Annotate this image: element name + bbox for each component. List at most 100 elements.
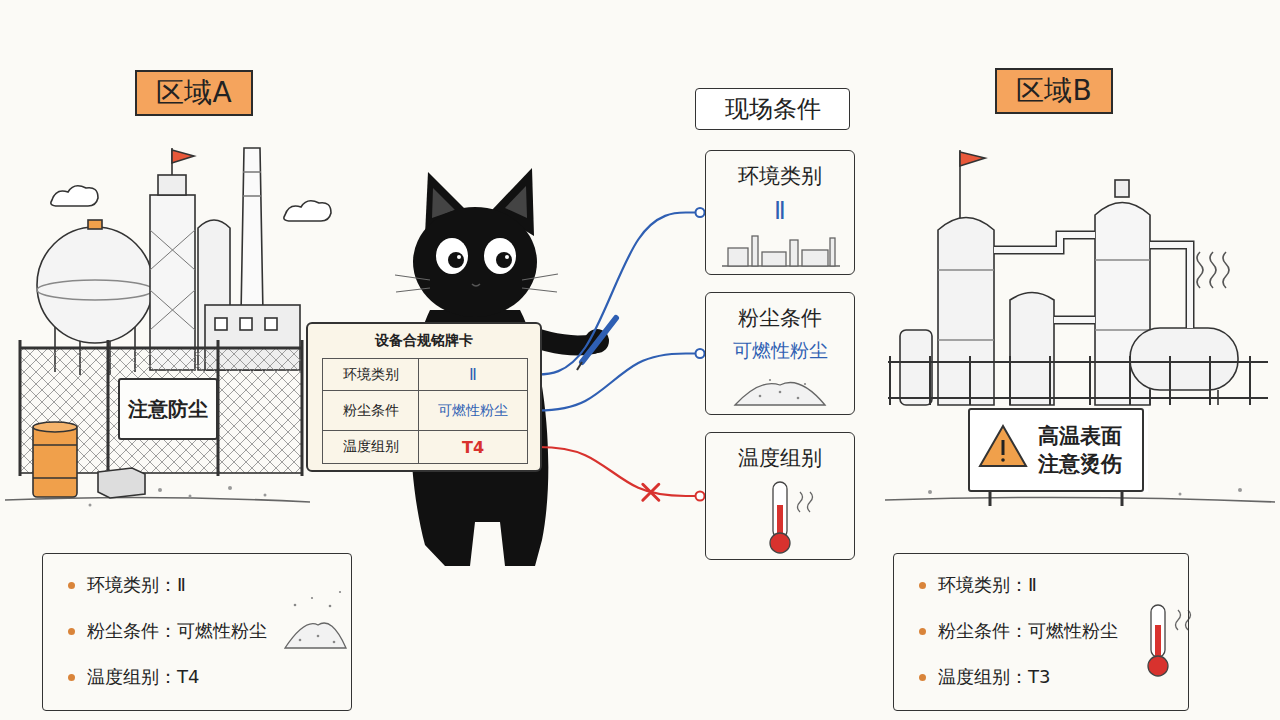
info-icons-part (333, 641, 336, 644)
zone-a-plant-part (158, 488, 162, 492)
cat-figure-part (472, 284, 480, 286)
zone-b-plant-part (885, 497, 1275, 502)
connector (528, 447, 705, 501)
condition-box: 环境类别Ⅱ (705, 150, 855, 275)
zone-info-box: 环境类别：Ⅱ 粉尘条件：可燃性粉尘温度组别：T4 (42, 553, 352, 711)
nameplate-card: 设备合规铭牌卡环境类别Ⅱ粉尘条件可燃性粉尘温度组别T4 (306, 322, 542, 472)
zone-b-plant-part (1197, 252, 1203, 288)
field-icons-part (790, 240, 798, 266)
label-text: 温度组别：T4 (65, 664, 281, 690)
zone-b-plant-part-part (1150, 245, 1190, 328)
label-text: 粉尘条件：可燃性粉尘 (916, 618, 1118, 644)
zone-b-plant (885, 150, 1275, 506)
zone-b-plant-part (1223, 252, 1229, 288)
zone-b-plant-part-part (1054, 316, 1095, 325)
condition-box: 温度组别 (705, 432, 855, 560)
label-text: 环境类别 (738, 163, 822, 190)
zone-a-plant-part (284, 201, 331, 221)
connector-line (528, 354, 696, 411)
field-icons-part (779, 391, 782, 394)
zone-a-plant-part (158, 175, 186, 195)
label-text: Ⅱ (469, 365, 477, 384)
label-text: 粉尘条件 (343, 402, 399, 420)
info-icons-part (311, 597, 313, 599)
label-text: 温度组别：T3 (916, 664, 1118, 690)
zone-a-plant (5, 148, 331, 507)
label-text: 可燃性粉尘 (438, 402, 508, 420)
zone-tag: 区域B (995, 68, 1113, 114)
label-text: 高温表面 注意烫伤 (1031, 422, 1128, 479)
warning-sign: 注意防尘 (118, 378, 218, 440)
cat-figure-part (436, 238, 468, 274)
label-text: 区域B (1016, 72, 1091, 110)
cat-figure-part (505, 255, 509, 259)
label-text: 粉尘条件 (738, 305, 822, 332)
zone-a-plant-part (264, 494, 267, 497)
zone-a-plant-part (242, 172, 262, 196)
label-text: 可燃性粉尘 (733, 338, 828, 363)
zone-b-plant-part (1001, 458, 1005, 462)
condition-box: 粉尘条件可燃性粉尘 (705, 292, 855, 415)
zone-a-plant-part (228, 486, 232, 490)
zone-a-plant-part (215, 318, 227, 330)
zone-a-plant-part (98, 468, 145, 498)
connector-group (528, 208, 705, 501)
zone-b-plant-part-part (994, 235, 1095, 250)
cat-figure-part (395, 274, 558, 292)
zone-b-plant-part (1010, 293, 1054, 406)
field-icons-part (728, 248, 748, 266)
zone-b-plant-part (938, 270, 994, 340)
label-text: 环境类别 (343, 366, 399, 384)
info-icons (285, 591, 1191, 676)
label-text: 注意防尘 (128, 396, 208, 423)
label-text: 温度组别 (738, 445, 822, 472)
zone-b-plant-part (928, 490, 932, 494)
zone-b-plant-part-part (994, 235, 1095, 250)
field-icons-part (802, 250, 828, 266)
zone-b-plant-part (1121, 492, 1124, 506)
zone-a-plant-part (33, 425, 77, 497)
field-icons-part (830, 238, 835, 266)
zone-a-plant-part (88, 220, 102, 229)
field-icons-part (752, 236, 758, 266)
label-text: 粉尘条件：可燃性粉尘 (65, 618, 281, 644)
table-cell: 粉尘条件 (322, 390, 419, 431)
table-cell: 可燃性粉尘 (418, 390, 528, 431)
zone-b-plant-part (994, 235, 1190, 328)
label-text: 温度组别 (343, 438, 399, 456)
cat-figure-part (496, 252, 512, 268)
zone-b-plant-part (938, 218, 994, 406)
label-text: 环境类别：Ⅱ (916, 572, 1118, 598)
field-icons-part (769, 379, 771, 381)
zone-a-plant-part (33, 445, 77, 478)
zone-a-plant-part (265, 318, 277, 330)
label-text: 设备合规铭牌卡 (308, 324, 540, 350)
connector (528, 208, 705, 375)
field-icons-part (735, 383, 825, 406)
label-text: 环境类别：Ⅱ (65, 572, 281, 598)
zone-a-plant-part (5, 497, 310, 502)
zone-a-plant-part (189, 495, 192, 498)
field-icons-part (759, 395, 762, 398)
zone-b-plant-part (960, 152, 985, 166)
field-icons-part (762, 252, 786, 266)
zone-b-plant-part (989, 492, 992, 506)
field-icons-part (797, 397, 800, 400)
zone-a-plant-part (20, 347, 302, 350)
zone-b-plant-part (890, 356, 1250, 405)
connector-end-dot (696, 349, 705, 358)
reject-cross (643, 484, 659, 500)
connector-line (528, 213, 696, 375)
zone-a-plant-part (37, 227, 153, 343)
zone-tag: 区域A (135, 70, 253, 116)
field-icons (722, 236, 840, 553)
info-icons-part (317, 635, 320, 638)
connector-line (528, 447, 696, 496)
zone-b-plant-part (900, 330, 932, 405)
zone-b-plant-part (1238, 488, 1242, 492)
zone-b-plant-part (994, 235, 1190, 328)
zone-b-plant-part (1130, 328, 1238, 390)
connector (528, 349, 705, 411)
info-icons-part (299, 639, 302, 642)
zone-a-plant-part (89, 504, 92, 507)
